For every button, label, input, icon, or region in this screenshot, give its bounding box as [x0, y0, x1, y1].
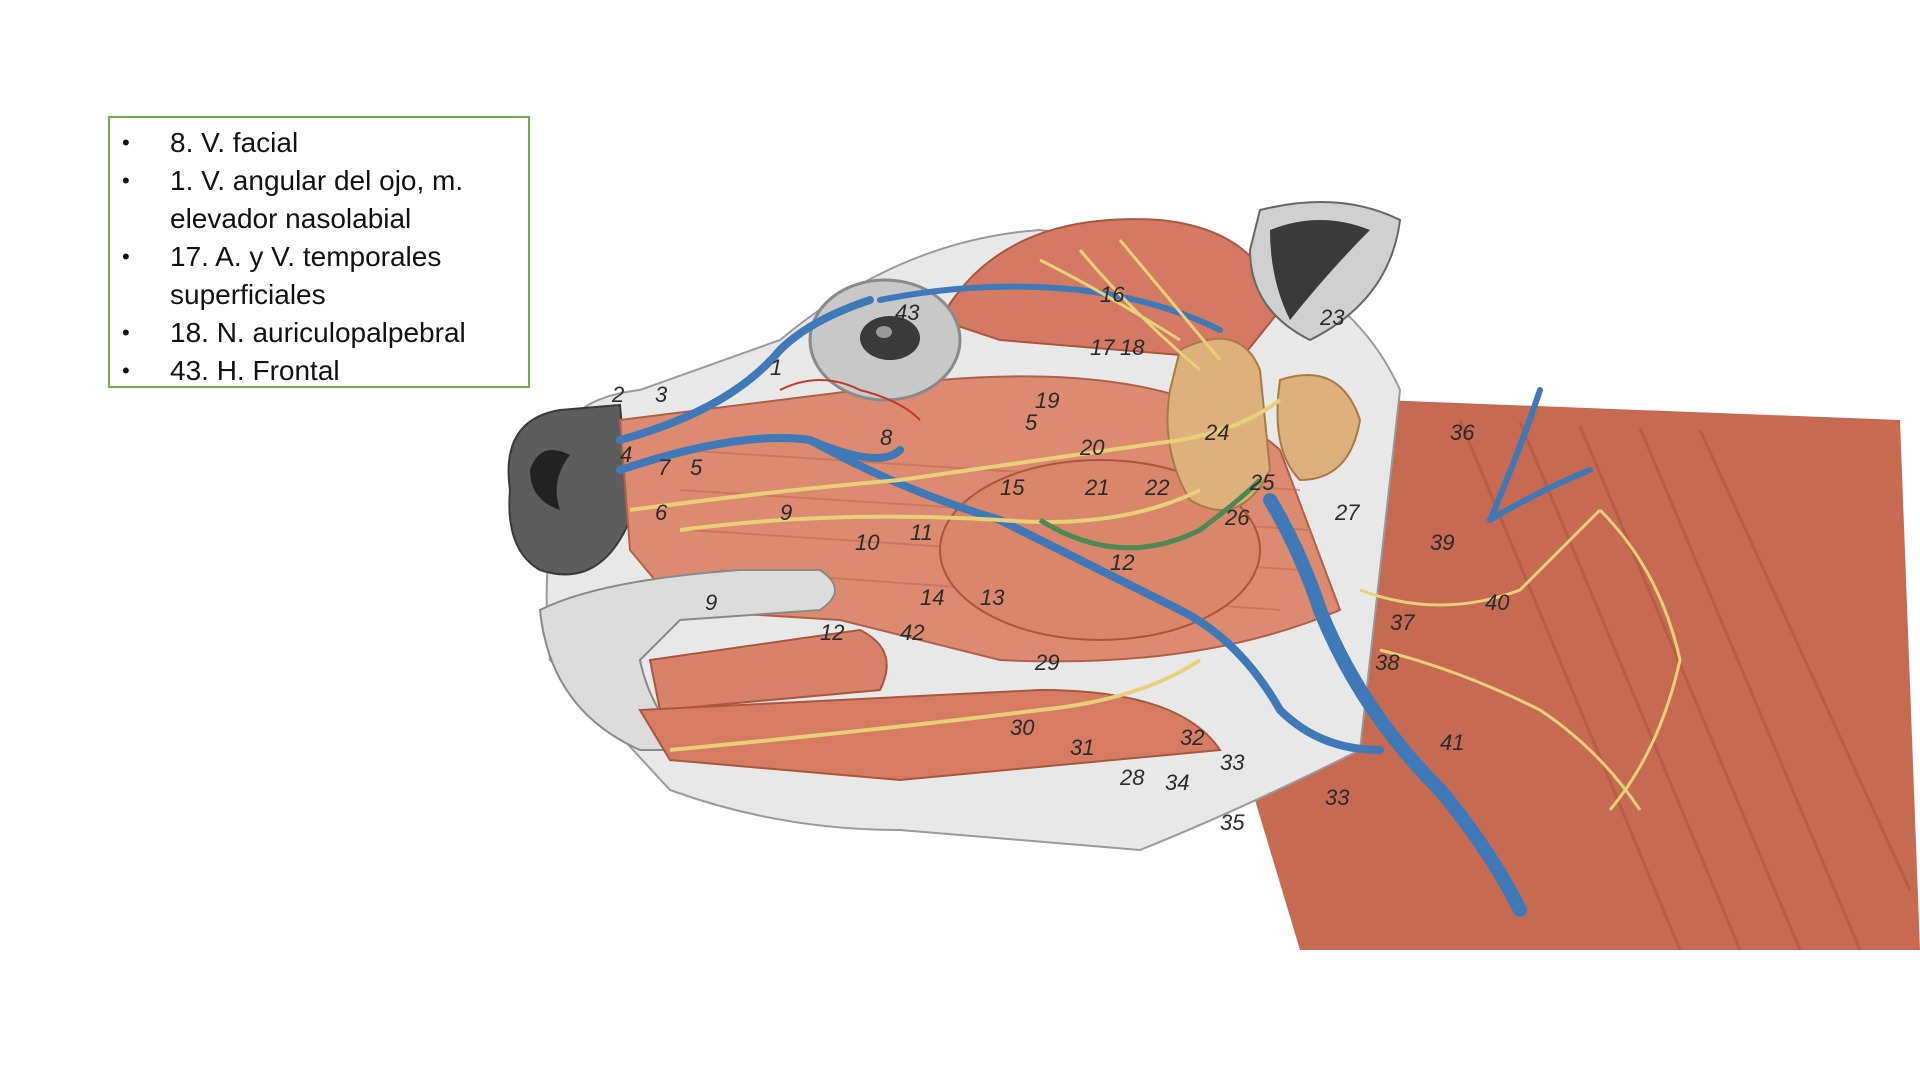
- label-6: 6: [655, 500, 668, 525]
- label-28: 28: [1119, 765, 1145, 790]
- label-29: 29: [1034, 650, 1059, 675]
- angular-artery: [779, 379, 921, 421]
- label-9b: 9: [705, 590, 717, 615]
- facial-nerve: [629, 398, 1282, 532]
- label-26: 26: [1224, 505, 1250, 530]
- label-20: 20: [1079, 435, 1105, 460]
- label-18: 18: [1120, 335, 1145, 360]
- legend-item: • 1. V. angular del ojo, m. elevador nas…: [110, 162, 518, 238]
- legend-item-text: 17. A. y V. temporales superficiales: [170, 241, 442, 310]
- label-22: 22: [1144, 475, 1169, 500]
- bullet-icon: •: [122, 168, 130, 193]
- label-42: 42: [900, 620, 924, 645]
- label-7: 7: [658, 455, 671, 480]
- label-15: 15: [1000, 475, 1025, 500]
- tongue-muscle: [648, 628, 888, 712]
- label-24: 24: [1204, 420, 1229, 445]
- label-5a: 5: [690, 455, 703, 480]
- dog-head-anatomy-svg: 1 2 3 4 5 5 6 7 8 9 9 10 11 12 12 13 14 …: [507, 201, 1920, 951]
- label-2: 2: [611, 382, 624, 407]
- label-35: 35: [1220, 810, 1245, 835]
- label-27: 27: [1334, 500, 1360, 525]
- label-17: 17: [1090, 335, 1115, 360]
- legend-item: • 17. A. y V. temporales superficiales: [110, 238, 518, 314]
- label-36: 36: [1450, 420, 1475, 445]
- label-23: 23: [1319, 305, 1345, 330]
- bullet-icon: •: [122, 130, 130, 155]
- label-32: 32: [1180, 725, 1204, 750]
- label-31: 31: [1070, 735, 1094, 760]
- label-33a: 33: [1220, 750, 1245, 775]
- label-13: 13: [980, 585, 1005, 610]
- label-38: 38: [1375, 650, 1400, 675]
- label-1: 1: [770, 355, 782, 380]
- label-8: 8: [880, 425, 893, 450]
- label-4: 4: [620, 442, 632, 467]
- nostril-icon: [530, 450, 570, 510]
- label-21: 21: [1084, 475, 1109, 500]
- label-37: 37: [1390, 610, 1415, 635]
- label-33b: 33: [1325, 785, 1350, 810]
- jugular-vein: [1263, 493, 1527, 917]
- label-19: 19: [1035, 388, 1059, 413]
- label-3: 3: [655, 382, 668, 407]
- legend-item: • 8. V. facial: [110, 124, 518, 162]
- label-12b: 12: [820, 620, 844, 645]
- legend-item-text: 18. N. auriculopalpebral: [170, 317, 466, 348]
- mandibular-gland: [1276, 374, 1362, 482]
- legend-item-text: 8. V. facial: [170, 127, 299, 158]
- cervical-nerves: [1359, 508, 1682, 811]
- legend-box: • 8. V. facial • 1. V. angular del ojo, …: [108, 116, 530, 388]
- label-16: 16: [1100, 282, 1125, 307]
- bullet-icon: •: [122, 244, 130, 269]
- masseter-muscle: [939, 459, 1261, 641]
- temporal-vein: [877, 283, 1223, 333]
- nose-tip: [507, 403, 632, 576]
- neck-vein-branch: [1487, 387, 1593, 523]
- parotid-duct: [1038, 478, 1262, 551]
- eye-highlight: [876, 326, 892, 338]
- label-5b: 5: [1025, 410, 1038, 435]
- label-9a: 9: [780, 500, 792, 525]
- label-12a: 12: [1110, 550, 1134, 575]
- bullet-icon: •: [122, 320, 130, 345]
- legend-item-text: 1. V. angular del ojo, m. elevador nasol…: [170, 165, 464, 234]
- label-10: 10: [855, 530, 880, 555]
- legend-list: • 8. V. facial • 1. V. angular del ojo, …: [110, 124, 518, 390]
- mandible-muscle: [638, 688, 1222, 782]
- legend-item-text: 43. H. Frontal: [170, 355, 340, 386]
- label-41: 41: [1440, 730, 1464, 755]
- label-39: 39: [1430, 530, 1454, 555]
- auriculopalpebral-nerve: [1039, 239, 1222, 372]
- bullet-icon: •: [122, 358, 130, 383]
- lower-jaw-skin: [538, 569, 836, 751]
- legend-item: • 18. N. auriculopalpebral: [110, 314, 518, 352]
- mandible-nerve: [669, 658, 1202, 752]
- label-40: 40: [1485, 590, 1510, 615]
- label-14: 14: [920, 585, 944, 610]
- legend-item: • 43. H. Frontal: [110, 352, 518, 390]
- label-25: 25: [1249, 470, 1275, 495]
- ear-canal-icon: [1270, 220, 1370, 320]
- label-30: 30: [1010, 715, 1035, 740]
- label-43: 43: [895, 300, 920, 325]
- label-34: 34: [1165, 770, 1189, 795]
- neck-muscle-stripes: [1458, 419, 1912, 951]
- anatomy-illustration: 1 2 3 4 5 5 6 7 8 9 9 10 11 12 12 13 14 …: [480, 190, 1920, 970]
- eye-icon: [860, 316, 920, 360]
- facial-vein: [616, 296, 1384, 754]
- label-11: 11: [910, 520, 933, 545]
